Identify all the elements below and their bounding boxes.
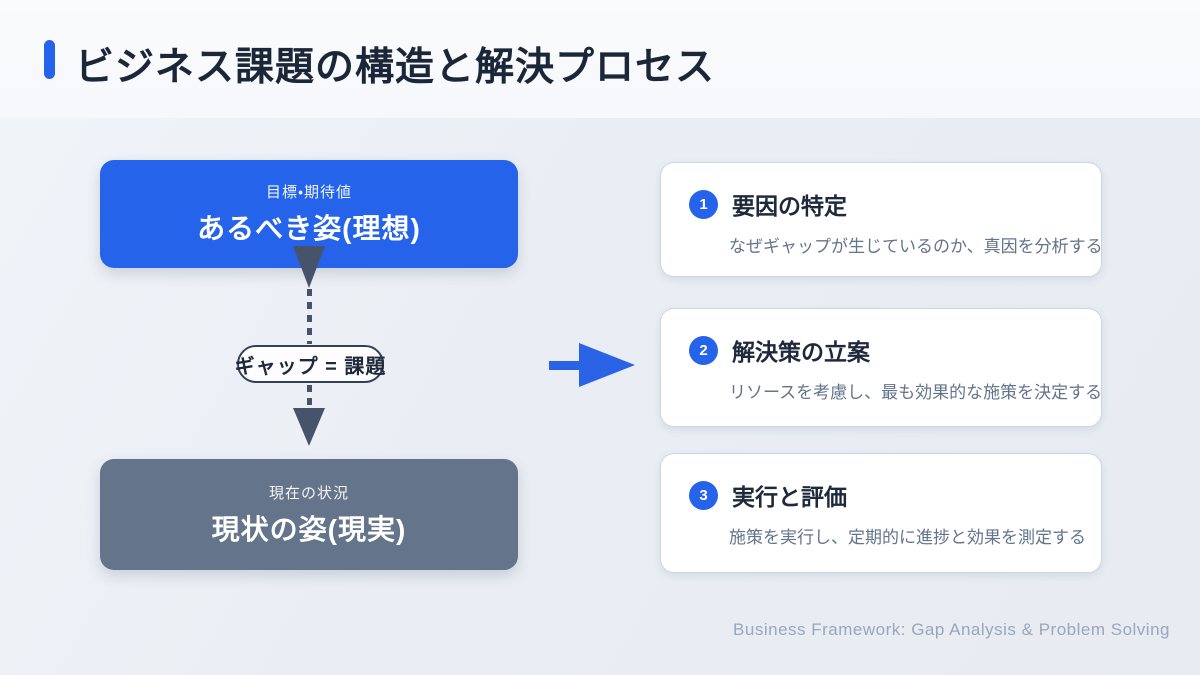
current-state-box: 現在の状況 現状の姿(現実) xyxy=(100,459,518,570)
page-title: ビジネス課題の構造と解決プロセス xyxy=(75,46,716,89)
step-3-number-badge: 3 xyxy=(689,480,718,510)
down-arrowhead-bottom-icon xyxy=(293,408,325,446)
down-arrowhead-top-icon xyxy=(293,246,325,288)
current-box-subtitle: 現在の状況 xyxy=(268,484,349,502)
current-box-title: 現状の姿(現実) xyxy=(211,513,407,545)
step-2-title: 解決策の立案 xyxy=(732,339,870,365)
title-accent-bar xyxy=(44,40,55,79)
step-1-description: なぜギャップが生じているのか、真因を分析する xyxy=(729,237,1103,256)
step-3-description: 施策を実行し、定期的に進捗と効果を測定する xyxy=(729,528,1086,547)
step-3-header: 3 実行と評価 xyxy=(661,454,1101,512)
dashed-connector-top xyxy=(307,289,312,344)
step-3-title: 実行と評価 xyxy=(732,484,847,510)
gap-pill-label: ギャップ = 課題 xyxy=(234,355,387,378)
step-1-header: 1 要因の特定 xyxy=(661,163,1101,221)
right-arrow-shaft xyxy=(549,361,581,370)
step-2-header: 2 解決策の立案 xyxy=(661,309,1101,367)
right-arrow-icon xyxy=(579,343,635,387)
step-1-number-badge: 1 xyxy=(689,189,718,219)
gap-equals-issue-pill: ギャップ = 課題 xyxy=(234,345,387,383)
footer-caption: Business Framework: Gap Analysis & Probl… xyxy=(733,620,1170,639)
step-card-3: 3 実行と評価 施策を実行し、定期的に進捗と効果を測定する xyxy=(660,453,1102,573)
step-card-1: 1 要因の特定 なぜギャップが生じているのか、真因を分析する xyxy=(660,162,1103,277)
dashed-connector-bottom xyxy=(307,385,312,409)
header-band: ビジネス課題の構造と解決プロセス xyxy=(0,0,1200,118)
ideal-box-subtitle: 目標・期待値 xyxy=(265,184,353,201)
ideal-box-title: あるべき姿(理想) xyxy=(197,213,421,244)
step-card-2: 2 解決策の立案 リソースを考慮し、最も効果的な施策を決定する xyxy=(660,308,1102,427)
step-1-title: 要因の特定 xyxy=(732,193,847,219)
step-2-description: リソースを考慮し、最も効果的な施策を決定する xyxy=(729,383,1103,402)
step-2-number-badge: 2 xyxy=(689,335,718,365)
